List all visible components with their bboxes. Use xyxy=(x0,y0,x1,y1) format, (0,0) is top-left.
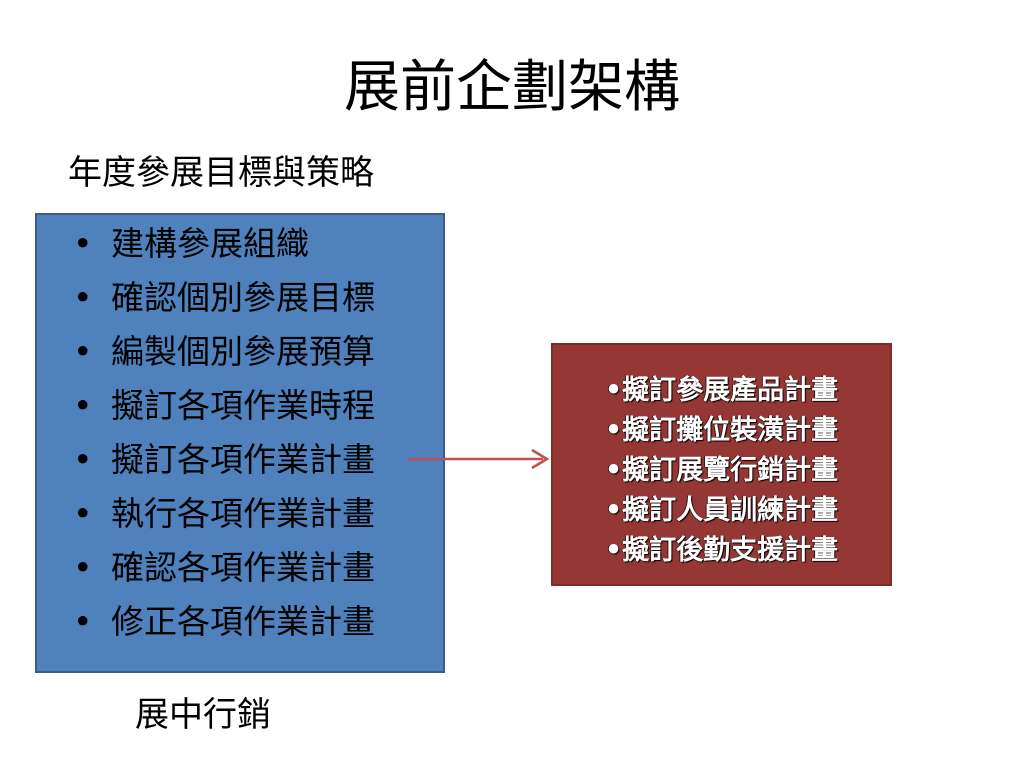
plan-line: •擬訂攤位裝潢計畫 xyxy=(604,415,839,446)
list-item-text: 建構參展組織 xyxy=(111,224,309,263)
strategy-heading: 年度參展目標與策略 xyxy=(68,153,374,193)
plan-line: •擬訂人員訓練計畫 xyxy=(604,495,839,526)
footer-label: 展中行銷 xyxy=(135,695,271,735)
list-item: • 確認各項作業計畫 xyxy=(73,541,375,595)
list-item-text: 修正各項作業計畫 xyxy=(111,602,375,641)
bullet-icon: • xyxy=(73,332,93,371)
bullet-icon: • xyxy=(73,602,93,641)
bullet-icon: • xyxy=(73,494,93,533)
list-item: • 擬訂各項作業時程 xyxy=(73,379,375,433)
plan-line: •擬訂參展產品計畫 xyxy=(604,375,839,406)
list-item-text: 確認各項作業計畫 xyxy=(111,548,375,587)
list-item-text: 編製個別參展預算 xyxy=(111,332,375,371)
list-item: • 修正各項作業計畫 xyxy=(73,595,375,649)
slide-title: 展前企劃架構 xyxy=(344,55,680,120)
list-item-text: 確認個別參展目標 xyxy=(111,278,375,317)
list-item: • 執行各項作業計畫 xyxy=(73,487,375,541)
list-item: • 確認個別參展目標 xyxy=(73,271,375,325)
list-item-text: 執行各項作業計畫 xyxy=(111,494,375,533)
list-item: • 編製個別參展預算 xyxy=(73,325,375,379)
strategy-box: • 建構參展組織 • 確認個別參展目標 • 編製個別參展預算 • 擬訂各項作業時程 • 擬… xyxy=(35,213,445,673)
arrow-head-icon xyxy=(531,448,550,470)
plan-line: •擬訂後勤支援計畫 xyxy=(604,535,839,566)
list-item-text: 擬訂各項作業時程 xyxy=(111,386,375,425)
bullet-icon: • xyxy=(73,278,93,317)
bullet-icon: • xyxy=(73,440,93,479)
list-item-text: 擬訂各項作業計畫 xyxy=(111,440,375,479)
list-item: • 建構參展組織 xyxy=(73,217,309,271)
bullet-icon: • xyxy=(73,386,93,425)
bullet-icon: • xyxy=(73,548,93,587)
bullet-icon: • xyxy=(73,224,93,263)
plans-box: •擬訂參展產品計畫 •擬訂攤位裝潢計畫 •擬訂展覽行銷計畫 •擬訂人員訓練計畫 … xyxy=(551,343,892,586)
list-item: • 擬訂各項作業計畫 xyxy=(73,433,375,487)
plan-line: •擬訂展覽行銷計畫 xyxy=(604,455,839,486)
